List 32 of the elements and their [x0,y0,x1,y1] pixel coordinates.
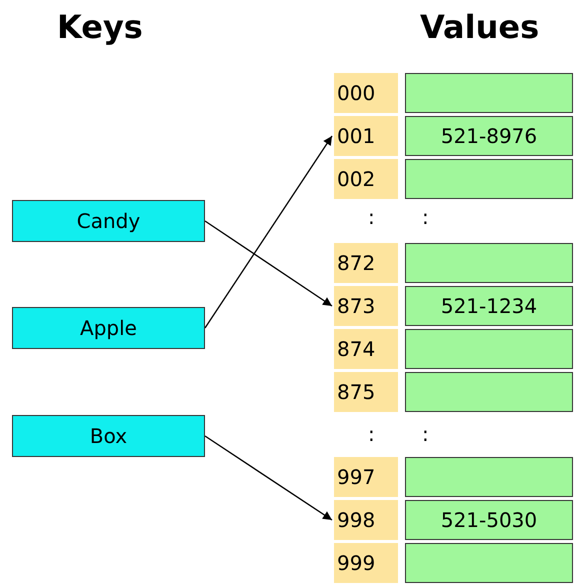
arrow [204,136,333,328]
index-cell: 998 [334,500,398,540]
key-box: Apple [12,307,205,349]
index-cell: 000 [334,73,398,113]
value-cell [405,372,573,412]
index-cell: 001 [334,116,398,156]
ellipsis-mark: : [422,422,429,446]
column-heading: Values [420,8,540,46]
value-cell: 521-8976 [405,116,573,156]
value-cell [405,457,573,497]
value-cell: 521-1234 [405,286,573,326]
index-cell: 872 [334,243,398,283]
index-cell: 999 [334,543,398,583]
value-cell [405,243,573,283]
value-cell [405,329,573,369]
index-cell: 873 [334,286,398,326]
index-cell: 875 [334,372,398,412]
index-cell: 874 [334,329,398,369]
ellipsis-mark: : [422,205,429,229]
value-cell: 521-5030 [405,500,573,540]
value-cell [405,159,573,199]
column-heading: Keys [57,8,143,46]
index-cell: 002 [334,159,398,199]
ellipsis-mark: : [368,205,375,229]
value-cell [405,543,573,583]
arrow [204,435,332,521]
ellipsis-mark: : [368,422,375,446]
arrow [204,220,332,307]
value-cell [405,73,573,113]
key-box: Box [12,415,205,457]
key-box: Candy [12,200,205,242]
index-cell: 997 [334,457,398,497]
